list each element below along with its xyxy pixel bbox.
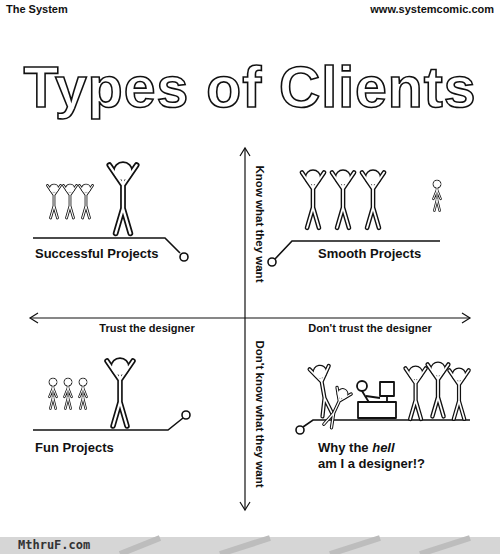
- axis-label: Trust the designer: [99, 322, 194, 335]
- quadrant-label: Fun Projects: [35, 440, 114, 456]
- text-word: a: [348, 456, 355, 471]
- quadrant-label: Smooth Projects: [318, 246, 421, 262]
- quadrant-label: Why the hell am I a designer!?: [318, 440, 425, 473]
- footer-bar: [0, 537, 500, 554]
- stick-figures: [302, 172, 441, 228]
- watermark: MthruF.com: [18, 538, 90, 552]
- text-word: designer!?: [359, 456, 425, 471]
- axis-label: Know what they want: [252, 166, 266, 283]
- quadrant-axes: [30, 148, 470, 510]
- stick-figures: [49, 360, 133, 426]
- footer-texture: [120, 538, 470, 554]
- text-word: hell: [372, 440, 394, 455]
- text-word: Why: [318, 440, 345, 455]
- text-word: the: [349, 440, 369, 455]
- comic-name: The System: [6, 3, 68, 16]
- trace-end-dot: [180, 253, 304, 434]
- underline-trace: [33, 238, 470, 430]
- quadrant-label: Successful Projects: [35, 246, 159, 262]
- desk-scene: [357, 381, 396, 418]
- text-word: I: [340, 456, 344, 471]
- axis-label: Don't trust the designer: [308, 322, 432, 335]
- website-url: www.systemcomic.com: [370, 3, 494, 16]
- text-word: am: [318, 456, 337, 471]
- stick-figures: [48, 164, 137, 233]
- comic-title: Types of Clients: [23, 56, 476, 119]
- stick-figures: [309, 364, 468, 430]
- axis-label: Don't know what they want: [252, 340, 266, 487]
